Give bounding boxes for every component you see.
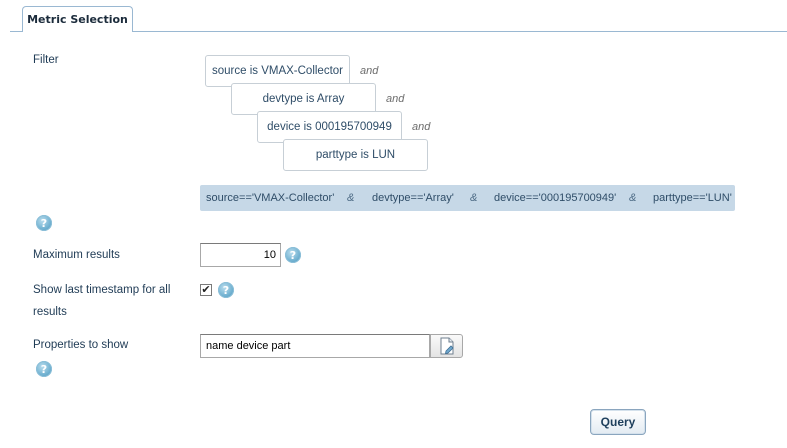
expression-separator: &	[629, 192, 637, 204]
show-timestamp-label-line1: Show last timestamp for all	[33, 284, 171, 296]
expression-separator: &	[347, 192, 355, 204]
show-timestamp-help-icon[interactable]: ?	[218, 282, 234, 298]
checkmark-icon: ✔	[201, 283, 211, 296]
properties-help-icon[interactable]: ?	[36, 361, 52, 377]
properties-picker-button[interactable]	[430, 334, 463, 358]
filter-label: Filter	[33, 54, 59, 66]
document-edit-icon	[440, 337, 454, 355]
properties-label: Properties to show	[33, 339, 129, 351]
filter-help-icon[interactable]: ?	[36, 215, 52, 231]
filter-condition-device[interactable]: device is 000195700949	[257, 111, 402, 143]
tab-metric-selection[interactable]: Metric Selection	[22, 6, 133, 31]
show-timestamp-checkbox[interactable]: ✔	[200, 284, 212, 296]
show-timestamp-label-line2: results	[33, 306, 67, 318]
query-button[interactable]: Query	[590, 409, 646, 435]
filter-condition-source[interactable]: source is VMAX-Collector	[205, 55, 350, 87]
filter-joiner-and: and	[360, 65, 379, 77]
filter-joiner-and: and	[386, 93, 405, 105]
tab-underline-cover	[23, 30, 132, 32]
filter-condition-text: parttype is LUN	[315, 149, 396, 161]
expression-term: device=='000195700949'	[494, 192, 617, 204]
max-results-input[interactable]	[200, 243, 281, 267]
expression-term: source=='VMAX-Collector'	[206, 192, 335, 204]
filter-joiner-and: and	[412, 121, 431, 133]
expression-term: parttype=='LUN'	[653, 192, 732, 204]
expression-term: devtype=='Array'	[372, 192, 454, 204]
filter-expression-bar: source=='VMAX-Collector' & devtype=='Arr…	[200, 185, 735, 211]
filter-condition-text: devtype is Array	[262, 93, 345, 105]
tab-bar-line	[10, 31, 787, 32]
filter-condition-parttype[interactable]: parttype is LUN	[283, 139, 428, 171]
max-results-help-icon[interactable]: ?	[285, 247, 301, 263]
max-results-label: Maximum results	[33, 249, 120, 261]
filter-condition-text: device is 000195700949	[267, 121, 392, 133]
properties-input[interactable]	[200, 334, 430, 358]
filter-condition-text: source is VMAX-Collector	[211, 65, 343, 77]
expression-separator: &	[470, 192, 478, 204]
